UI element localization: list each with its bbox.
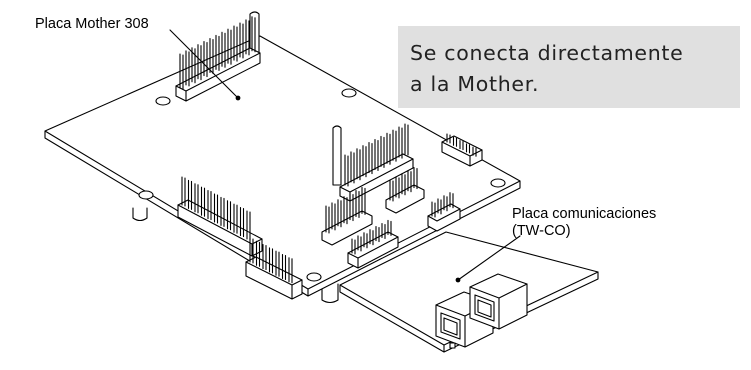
mother-board-label: Placa Mother 308: [35, 16, 149, 32]
note-line1: Se conecta directamente: [410, 41, 684, 65]
note-line2: a la Mother.: [410, 72, 540, 96]
comms-board-face: [339, 231, 599, 346]
comms-board-label-line2: (TW-CO): [512, 223, 571, 239]
rj-jack-right: [469, 273, 528, 330]
top-connector: [175, 11, 261, 102]
lower-left-connector: [245, 237, 303, 300]
center-connector: [332, 123, 414, 202]
mounting-holes: [138, 88, 506, 282]
lower-middle-pins: [321, 186, 373, 246]
comms-board-label-line1: Placa comunicaciones: [512, 206, 657, 222]
callouts: [169, 29, 521, 283]
status-led: [449, 342, 456, 349]
comms-board-label: Placa comunicaciones (TW-CO): [512, 206, 656, 240]
lower-right-header: [427, 192, 461, 232]
board-to-board-connector: [347, 219, 399, 269]
right-header: [441, 133, 483, 167]
note-box: Se conecta directamente a la Mother.: [398, 26, 740, 108]
standoffs: [132, 207, 339, 304]
left-connector: [177, 176, 263, 257]
small-header: [385, 167, 425, 214]
